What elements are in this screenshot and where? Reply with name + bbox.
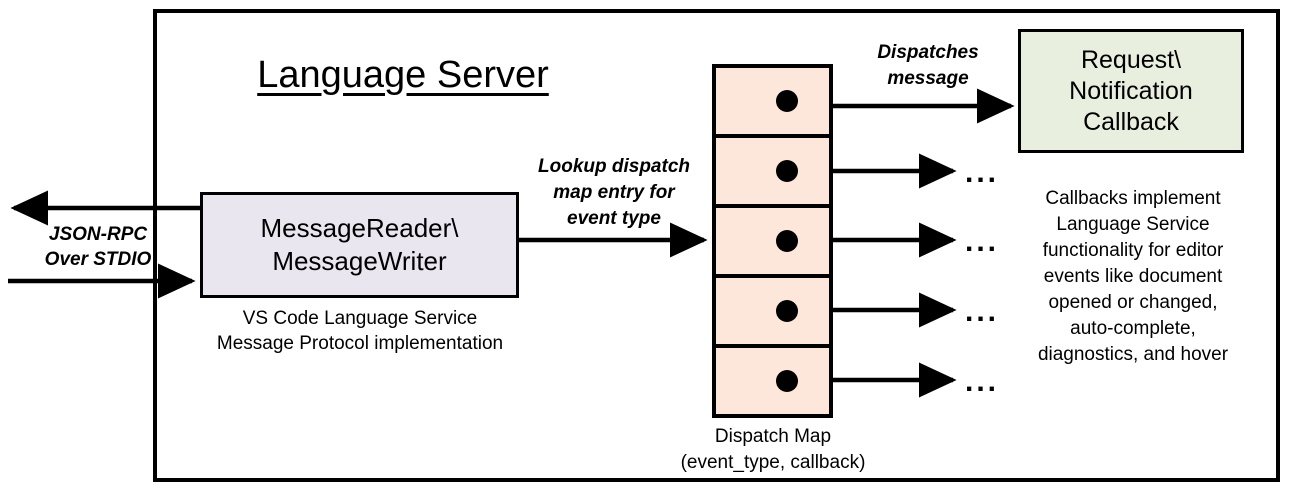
jsonrpc-transport-label: JSON-RPC Over STDIO	[28, 222, 168, 272]
filled-dot-icon	[776, 90, 798, 112]
dispatches-label-line1: Dispatches	[877, 42, 979, 63]
dispatches-message-label: Dispatches message	[838, 40, 1018, 92]
reader-caption-line2: Message Protocol implementation	[216, 333, 504, 354]
callback-caption-line4: events like document	[1043, 266, 1223, 287]
ellipsis-row5: ...	[965, 365, 1000, 398]
callback-caption: Callbacks implement Language Service fun…	[1013, 186, 1253, 368]
request-notification-callback-box[interactable]: Request\ Notification Callback	[1018, 29, 1244, 153]
filled-dot-icon	[776, 160, 798, 182]
dispatch-caption-line2: (event_type, callback)	[680, 452, 866, 473]
dispatch-map-caption: Dispatch Map (event_type, callback)	[648, 424, 898, 476]
callback-line3: Callback	[1083, 107, 1179, 136]
callback-caption-line5: opened or changed,	[1048, 292, 1218, 313]
dispatch-map-row[interactable]	[716, 278, 829, 348]
message-writer-label: MessageWriter	[272, 246, 447, 276]
callback-caption-line3: functionality for editor	[1042, 240, 1224, 261]
message-reader-writer-box[interactable]: MessageReader\ MessageWriter	[200, 192, 519, 298]
dispatches-label-line2: message	[887, 68, 969, 89]
lookup-dispatch-label: Lookup dispatch map entry for event type	[516, 154, 712, 232]
ellipsis-row2: ...	[965, 156, 1000, 189]
dispatch-map-row[interactable]	[716, 208, 829, 278]
dispatch-map-table[interactable]	[712, 64, 833, 418]
filled-dot-icon	[776, 230, 798, 252]
language-server-frame	[153, 9, 1280, 482]
filled-dot-icon	[776, 370, 798, 392]
jsonrpc-label-line1: JSON-RPC	[48, 224, 148, 245]
ellipsis-row4: ...	[965, 295, 1000, 328]
lookup-label-line3: event type	[567, 208, 661, 229]
callback-caption-line2: Language Service	[1056, 214, 1210, 235]
dispatch-map-row[interactable]	[716, 68, 829, 138]
message-reader-label: MessageReader\	[260, 213, 459, 243]
ellipsis-row3: ...	[965, 225, 1000, 258]
dispatch-map-row[interactable]	[716, 138, 829, 208]
callback-line1: Request\	[1080, 45, 1182, 74]
jsonrpc-label-line2: Over STDIO	[44, 249, 152, 270]
callback-caption-line6: auto-complete,	[1070, 318, 1196, 339]
filled-dot-icon	[776, 300, 798, 322]
message-reader-caption: VS Code Language Service Message Protoco…	[185, 306, 535, 356]
dispatch-caption-line1: Dispatch Map	[714, 426, 832, 447]
dispatch-map-row[interactable]	[716, 348, 829, 414]
callback-caption-line7: diagnostics, and hover	[1037, 344, 1229, 365]
page-title: Language Server	[257, 54, 549, 96]
lookup-label-line2: map entry for	[553, 182, 675, 203]
lookup-label-line1: Lookup dispatch	[538, 156, 690, 177]
callback-caption-line1: Callbacks implement	[1045, 188, 1221, 209]
callback-line2: Notification	[1069, 76, 1193, 105]
reader-caption-line1: VS Code Language Service	[242, 308, 478, 329]
